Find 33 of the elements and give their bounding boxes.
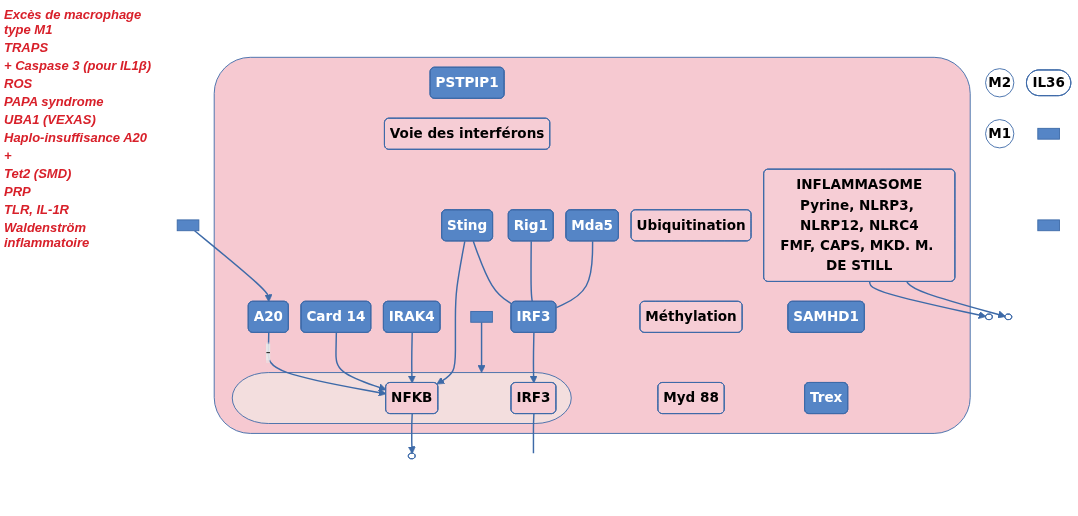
arrow [407, 332, 416, 384]
arrow [868, 281, 987, 319]
connector [555, 240, 594, 309]
annotation-text: Tet2 (SMD) [4, 166, 73, 181]
node-bar [1037, 127, 1060, 140]
node-box [470, 311, 493, 323]
arrow [477, 321, 486, 373]
node-circle: M2 [985, 68, 1015, 98]
connector [532, 413, 535, 454]
annotation-text: Waldenström inflammatoire [4, 220, 91, 250]
arrow [335, 332, 387, 392]
annotation-text: PRP [4, 184, 32, 199]
annotation-text: UBA1 (VEXAS) [4, 112, 97, 127]
node-bar [176, 219, 200, 232]
edge-label: - [265, 344, 271, 361]
annotation-text: + [4, 148, 13, 163]
annotation-text: Haplo-insuffisance A20 [4, 130, 149, 145]
connector [530, 240, 533, 303]
annotation-text: + Caspase 3 (pour IL1β) [4, 58, 153, 73]
annotation-text: Excès de macrophage type M1 [4, 7, 143, 37]
node-bar [1037, 219, 1060, 232]
annotation-text: TRAPS [4, 40, 50, 55]
arrow [407, 413, 416, 455]
connector [472, 240, 513, 305]
annotation-text: TLR, IL-1R [4, 202, 70, 217]
arrow [529, 332, 538, 384]
cluster [213, 56, 971, 434]
node-circle: M1 [985, 119, 1015, 149]
annotation-text: ROS [4, 76, 34, 91]
arrow [906, 281, 1006, 319]
arrow [193, 230, 273, 303]
arrow [436, 240, 466, 385]
annotation-text: PAPA syndrome [4, 94, 105, 109]
